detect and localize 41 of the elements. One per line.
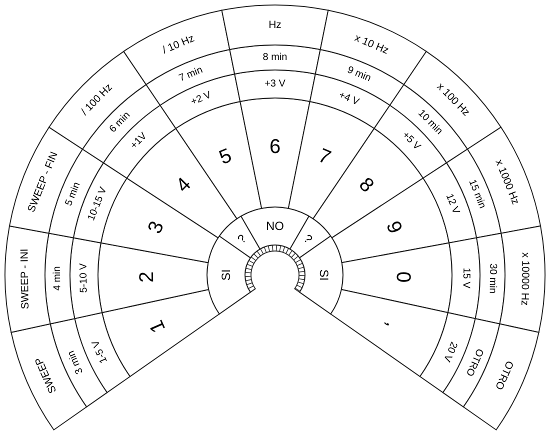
sector-label: 5	[216, 144, 235, 170]
sector-label: 8	[354, 174, 378, 197]
sector-label: OTRO	[463, 346, 486, 378]
sector-label: 9	[382, 218, 406, 237]
sector-label: 1	[145, 316, 170, 336]
sector-label: 4	[172, 174, 196, 197]
sector-label: 5-10 V	[78, 263, 90, 293]
sector-label: 7	[315, 144, 334, 170]
sector-label: 15 min	[466, 178, 488, 210]
sector-label: SI	[219, 269, 233, 281]
sector-label: x 10 Hz	[352, 32, 390, 57]
sector-label: ?	[300, 231, 316, 246]
sector-label: x 1000 Hz	[492, 158, 522, 206]
sector-label: 15 V	[460, 268, 472, 288]
sector-label: 8 min	[262, 52, 288, 63]
sector-label: +2 V	[189, 90, 213, 108]
sector-label: 6	[269, 136, 281, 158]
sector-label: 30 min	[486, 263, 498, 294]
sector-label: x 10000 Hz	[518, 252, 532, 306]
sector-label: 9 min	[346, 64, 372, 84]
sector-label: +4 V	[337, 90, 361, 108]
sector-label: 0	[392, 271, 414, 283]
sector-label: ,	[381, 319, 404, 334]
sector-label: 10-15 V	[86, 186, 110, 222]
sector-label: 20 V	[440, 340, 460, 364]
sector-label: +3 V	[264, 78, 286, 90]
sector-label: 3	[144, 218, 168, 237]
sector-label: 2	[136, 271, 158, 283]
sector-label: SI	[317, 269, 331, 281]
sector-label: 5 min	[63, 180, 83, 208]
sector-label: 3 min	[66, 348, 86, 376]
sector-label: OTRO	[492, 358, 516, 392]
sector-label: 4 min	[52, 266, 64, 291]
sector-label: 1-5 V	[90, 338, 110, 365]
sector-label: SWEEP - INI	[18, 248, 32, 310]
sector-label: ?	[234, 231, 250, 246]
sector-label: Hz	[268, 19, 282, 31]
sector-label: 12 V	[443, 192, 462, 216]
sector-label: 7 min	[178, 64, 204, 84]
sector-label: NO	[266, 219, 284, 233]
sector-label: / 10 Hz	[160, 32, 196, 56]
